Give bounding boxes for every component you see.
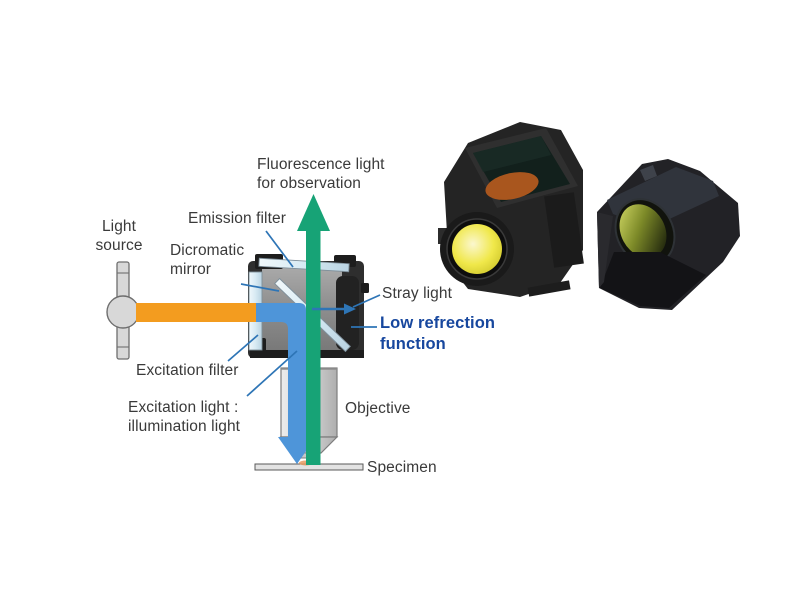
mirror-unit-photo <box>597 159 740 310</box>
excitation-light-label: Excitation light : illumination light <box>128 399 241 435</box>
stray-light-arrow <box>312 303 356 315</box>
wedge-photo-left-edge <box>597 212 613 288</box>
illumination-beam-blue <box>256 303 306 437</box>
fluorescence-beam-green <box>306 229 321 465</box>
leader-emission-filter <box>265 230 294 268</box>
fluorescence-light-label: Fluorescence light for observation <box>257 156 385 192</box>
lamp-bulb <box>106 295 140 329</box>
dicromatic-mirror-label: Dicromatic mirror <box>170 242 245 278</box>
specimen-label: Specimen <box>367 459 437 476</box>
wedge-photo-clamp-notch <box>640 165 657 181</box>
cube-photo-dichroic-orange <box>485 172 539 200</box>
emission-filter-label: Emission filter <box>188 210 286 227</box>
wedge-photo-front-face <box>600 252 706 308</box>
light-source-lamp <box>106 261 140 360</box>
low-refrection-label: Low refrection function <box>380 314 496 353</box>
wedge-photo-green-lens <box>619 204 667 258</box>
leader-dicromatic-mirror <box>240 283 280 292</box>
excitation-beam-orange <box>136 303 256 322</box>
cube-photo-right-face <box>544 192 584 268</box>
objective-label: Objective <box>345 400 411 417</box>
fluorescence-beam-arrowhead <box>297 194 330 231</box>
cube-side-knob <box>361 283 369 293</box>
cube-right-wall-shadow <box>336 276 359 350</box>
stray-light-arrowhead <box>344 303 356 315</box>
cube-photo-bottom-rail <box>527 280 571 297</box>
filter-cube-photo <box>438 122 584 297</box>
leader-excitation-filter <box>227 334 259 362</box>
leader-stray-light <box>352 294 381 308</box>
emission-filter-bar <box>258 257 350 273</box>
cube-photo-inner-shadow <box>473 136 551 172</box>
cube-photo-yellow-lens <box>452 224 502 274</box>
stray-light-label: Stray light <box>382 285 453 302</box>
light-source-label: Light source <box>95 218 143 254</box>
leader-lines <box>227 230 381 397</box>
excitation-filter-label: Excitation filter <box>136 362 239 379</box>
leader-excitation-light <box>246 350 298 397</box>
